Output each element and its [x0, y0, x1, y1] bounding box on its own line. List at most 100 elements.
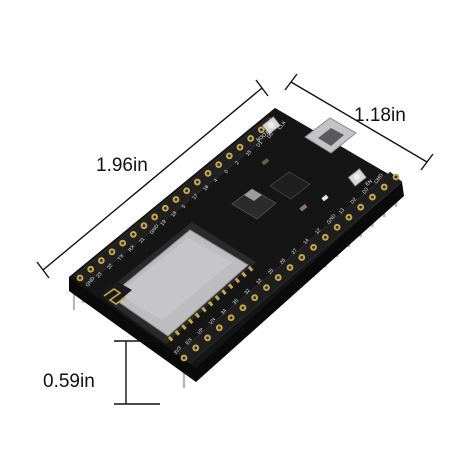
module-pad: [201, 306, 207, 313]
pin-hole: [89, 267, 93, 271]
silk-pin-label: 5V: [385, 166, 394, 175]
pin-hole: [217, 326, 221, 330]
pin-hole: [259, 128, 263, 132]
silk-pin-label: 19: [160, 219, 168, 227]
pin-hole: [238, 145, 242, 149]
pin-hole: [312, 245, 315, 249]
regulator-tab: [244, 189, 262, 201]
width-label: 1.18in: [354, 105, 406, 126]
module-pad: [207, 300, 214, 307]
micro-usb-opening: [318, 128, 344, 146]
module-antenna: [100, 282, 132, 305]
pin-hole: [163, 206, 167, 210]
silk-pin-label: VN: [208, 317, 217, 326]
dimension-height: [114, 340, 160, 405]
silk-pin-label: 26: [279, 257, 287, 265]
header-pin-leg: [182, 362, 186, 388]
antenna-trace: [103, 288, 127, 305]
module-shield-highlight: [118, 238, 232, 320]
silk-pin-label: D1: [256, 140, 265, 149]
silk-pin-label: CMD: [373, 172, 385, 185]
header-pin-leg: [72, 288, 76, 310]
pin-hole: [249, 137, 253, 140]
dimension-length: [36, 79, 269, 279]
silk-pin-label: D2: [350, 196, 359, 205]
pin-hole: [265, 286, 268, 290]
silk-pin-label: RX: [128, 244, 137, 254]
silk-pin-label: 3V3: [173, 345, 183, 356]
pin-hole: [206, 171, 210, 175]
pin-hole: [335, 225, 339, 229]
module-pad: [167, 335, 174, 342]
pin-hole: [121, 241, 125, 245]
smd-capacitor: [299, 203, 308, 212]
smd-led: [321, 194, 329, 202]
pin-hole: [276, 276, 280, 279]
silk-pin-label: 2: [234, 160, 241, 166]
pin-hole: [195, 180, 199, 184]
pin-hole: [371, 195, 374, 199]
length-label: 1.96in: [96, 155, 148, 176]
silk-pin-label: D3: [361, 186, 370, 195]
pin-hole: [394, 175, 398, 179]
silk-pin-label: 27: [291, 247, 299, 255]
pin-hole: [217, 163, 221, 167]
silk-pin-label: 4: [213, 178, 220, 184]
silk-pin-label: 21: [138, 236, 146, 244]
silkscreen-labels-bottom: 3V3ENVPVN343532332526271412GND13D2D3CMD5…: [173, 166, 394, 356]
silk-pin-label: 13: [338, 207, 346, 215]
silk-pin-label: 22: [106, 263, 114, 271]
silk-pin-label: 14: [302, 237, 310, 245]
silk-pin-label: 15: [245, 149, 253, 157]
silk-pin-label: 35: [232, 298, 240, 306]
pin-hole: [323, 235, 327, 239]
silk-pin-label: 16: [202, 184, 210, 192]
silk-pin-label: GND: [85, 275, 97, 288]
silk-pin-label: TX: [117, 253, 126, 262]
module-pad: [194, 312, 201, 319]
pin-hole: [182, 356, 186, 360]
pin-hole: [359, 205, 363, 209]
silk-en-label: EN: [365, 178, 374, 187]
silk-pin-label: 25: [267, 268, 275, 276]
silk-pin-label: 33: [255, 278, 263, 286]
silk-pin-label: 17: [192, 193, 200, 201]
silk-pin-label: EN: [185, 337, 194, 346]
module-castellated-pads: [167, 265, 254, 342]
pin-hole: [174, 198, 178, 201]
silk-pin-label: 32: [244, 288, 252, 296]
pin-hole: [206, 336, 209, 340]
usb-serial-chip: [269, 171, 311, 200]
silk-pin-label: 34: [220, 308, 228, 316]
module-pad: [241, 271, 247, 278]
pin-hole: [288, 266, 292, 269]
silk-pin-label: VP: [196, 327, 205, 336]
module-pad: [174, 330, 181, 336]
pin-hole: [347, 215, 351, 219]
pin-pads-bottom-row: [180, 173, 400, 362]
pin-hole: [194, 346, 198, 350]
pin-hole: [185, 189, 189, 193]
pin-hole: [253, 296, 257, 300]
module-pad: [227, 283, 234, 290]
pin-hole: [78, 276, 82, 280]
en-button-cap[interactable]: [354, 174, 360, 180]
pin-hole: [153, 215, 157, 219]
voltage-regulator: [231, 188, 277, 220]
pin-hole: [229, 316, 233, 320]
module-pad: [181, 324, 187, 330]
dimension-width: [284, 73, 434, 171]
silk-pin-label: 12: [314, 227, 322, 235]
pin-hole: [142, 224, 146, 228]
silk-pin-label: D0: [266, 131, 275, 140]
pin-hole: [99, 259, 103, 262]
silk-pin-label: 23: [96, 271, 104, 279]
boot-button-cap[interactable]: [268, 122, 274, 128]
module-pad: [221, 289, 227, 295]
pin-hole: [131, 232, 135, 236]
pin-hole: [227, 154, 231, 158]
silk-pin-label: 5: [181, 204, 188, 210]
silk-pin-label: CLK: [277, 119, 288, 131]
